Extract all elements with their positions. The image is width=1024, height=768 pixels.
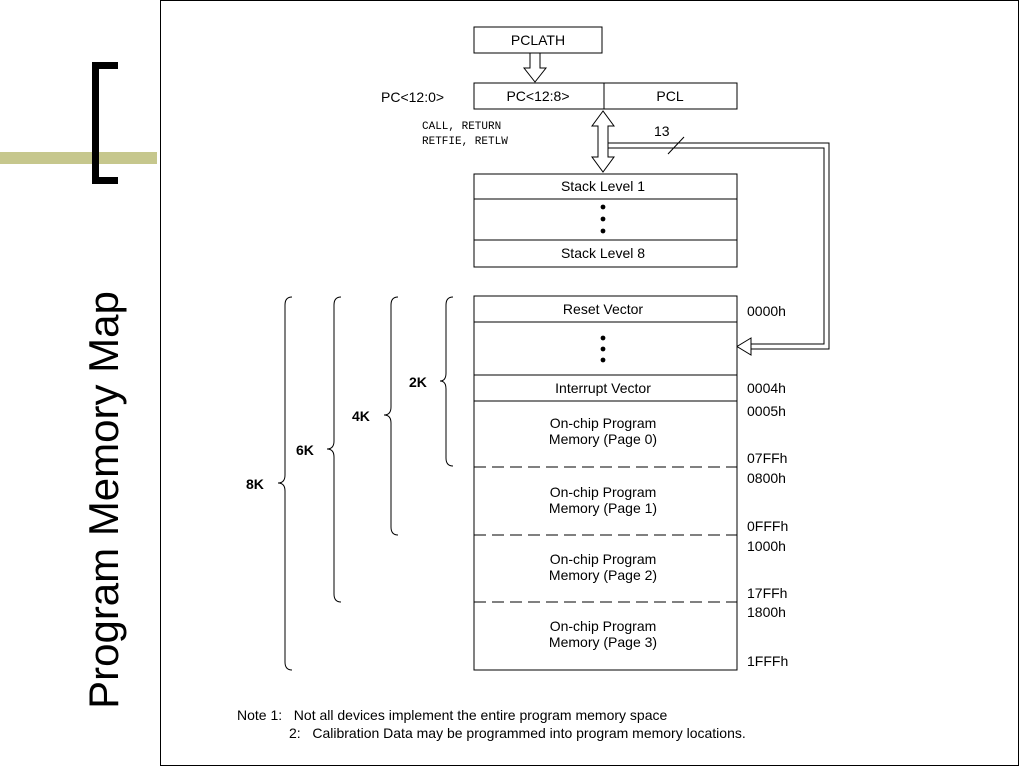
instructions-line-1: CALL, RETURN	[422, 121, 501, 133]
pc-register-box	[473, 82, 738, 110]
pclath-arrow-icon	[522, 52, 548, 83]
address-07ffh: 07FFh	[747, 450, 787, 466]
address-0005h: 0005h	[747, 403, 786, 419]
bracket-decoration	[92, 62, 118, 184]
page-3-line-1: On-chip Program	[550, 618, 657, 634]
bus-width-label: 13	[654, 123, 670, 139]
stack-level-1: Stack Level 1	[561, 178, 645, 194]
reset-vector-label: Reset Vector	[563, 301, 643, 317]
brace-8k	[277, 296, 293, 671]
page-3-line-2: Memory (Page 3)	[549, 634, 657, 650]
page-2-line-1: On-chip Program	[550, 551, 657, 567]
address-0fffh: 0FFFh	[747, 518, 788, 534]
accent-bar	[0, 152, 157, 164]
brace-6k	[326, 296, 342, 603]
pc-label: PC<12:0>	[381, 89, 444, 105]
page-0-line-1: On-chip Program	[550, 415, 657, 431]
program-memory-box	[473, 295, 738, 671]
brace-4k	[383, 296, 399, 536]
page-1-line-2: Memory (Page 1)	[549, 500, 657, 516]
size-8k: 8K	[246, 476, 264, 492]
bus-arrowhead-icon	[736, 337, 752, 356]
address-1fffh: 1FFFh	[747, 653, 788, 669]
pcl-label: PCL	[656, 88, 683, 104]
pc-high-label: PC<12:8>	[506, 88, 569, 104]
address-1800h: 1800h	[747, 604, 786, 620]
interrupt-vector-label: Interrupt Vector	[555, 380, 651, 396]
page-0-line-2: Memory (Page 0)	[549, 431, 657, 447]
instructions-line-2: RETFIE, RETLW	[422, 136, 508, 148]
brace-2k	[439, 296, 454, 467]
note-2: 2: Calibration Data may be programmed in…	[289, 725, 746, 741]
address-0800h: 0800h	[747, 470, 786, 486]
size-2k: 2K	[409, 374, 427, 390]
page-1-line-1: On-chip Program	[550, 484, 657, 500]
size-6k: 6K	[296, 442, 314, 458]
address-1000h: 1000h	[747, 538, 786, 554]
note-1: Note 1: Not all devices implement the en…	[237, 707, 668, 723]
stack-box	[473, 173, 738, 268]
address-0000h: 0000h	[747, 303, 786, 319]
pclath-label: PCLATH	[511, 32, 565, 48]
page-2-line-2: Memory (Page 2)	[549, 567, 657, 583]
address-0004h: 0004h	[747, 380, 786, 396]
stack-level-8: Stack Level 8	[561, 245, 645, 261]
stack-bus-arrow-icon	[591, 110, 615, 173]
address-17ffh: 17FFh	[747, 585, 787, 601]
size-4k: 4K	[352, 408, 370, 424]
